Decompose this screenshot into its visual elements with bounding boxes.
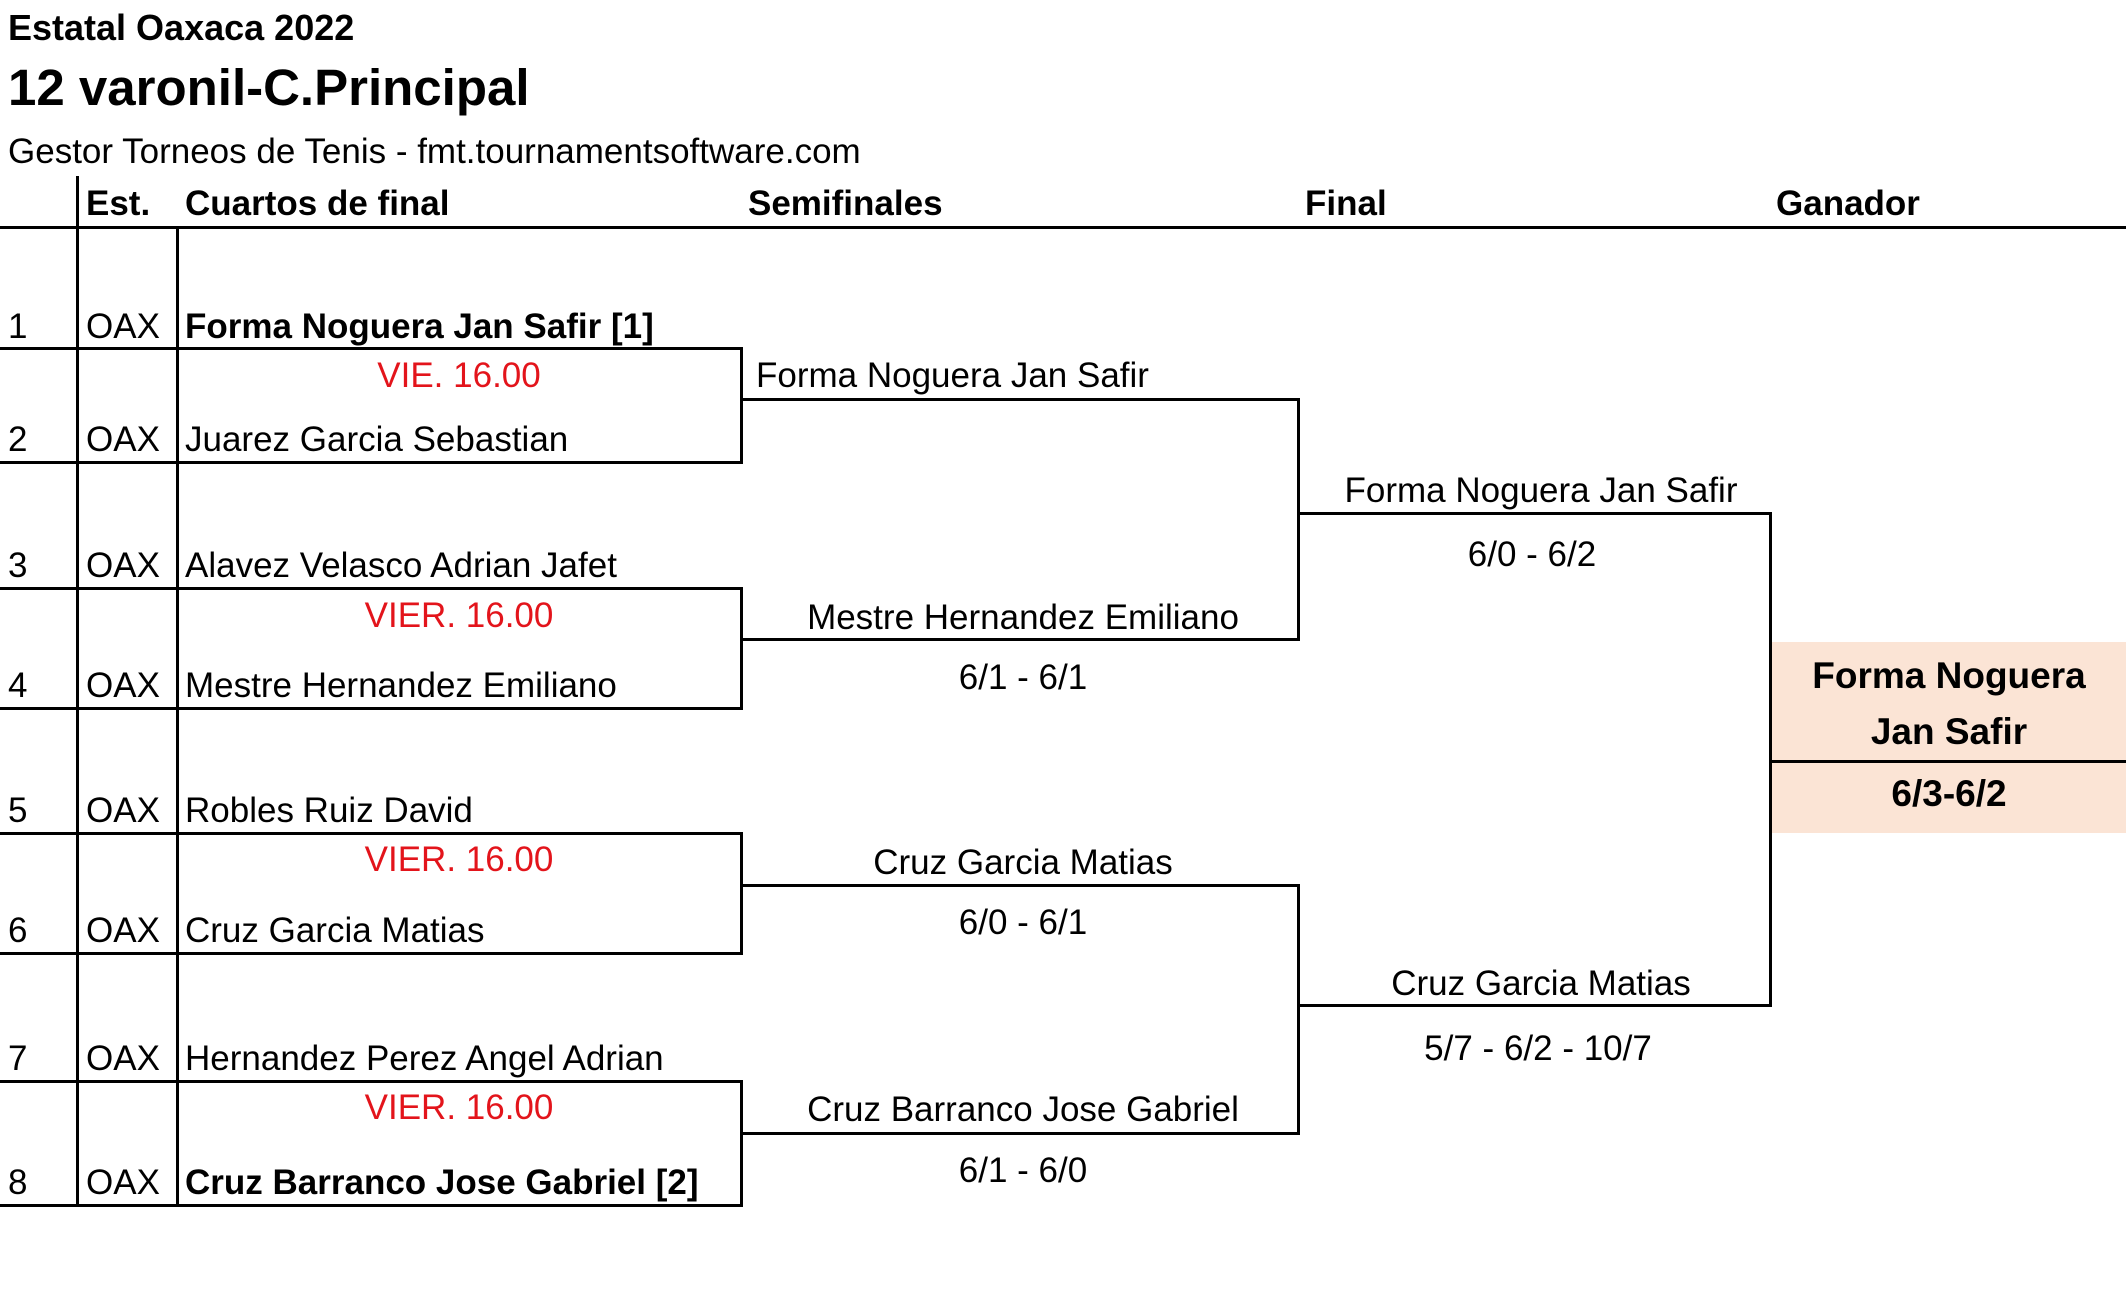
player-state: OAX bbox=[86, 1163, 160, 1202]
bracket-connector bbox=[740, 832, 743, 955]
winner-name: Forma Noguera Jan Safir bbox=[1772, 648, 2126, 760]
bracket-connector bbox=[1297, 398, 1300, 641]
bracket-connector bbox=[740, 587, 743, 710]
winner-box bbox=[1772, 642, 2126, 833]
semifinalist-name: Mestre Hernandez Emiliano bbox=[807, 598, 1239, 637]
row-line bbox=[0, 707, 743, 710]
player-state: OAX bbox=[86, 420, 160, 459]
bracket-connector bbox=[740, 347, 743, 464]
draw-title: 12 varonil-C.Principal bbox=[8, 59, 530, 116]
player-name: Alavez Velasco Adrian Jafet bbox=[185, 546, 617, 585]
player-state: OAX bbox=[86, 546, 160, 585]
player-name: Cruz Barranco Jose Gabriel [2] bbox=[185, 1163, 699, 1202]
player-name: Cruz Garcia Matias bbox=[185, 911, 485, 950]
row-line bbox=[0, 347, 743, 350]
bracket-connector bbox=[1769, 512, 1772, 1007]
draw-position: 4 bbox=[8, 666, 28, 705]
match-time: VIER. 16.00 bbox=[364, 596, 554, 635]
column-header-quarterfinals: Cuartos de final bbox=[185, 184, 450, 223]
row-line bbox=[0, 1080, 743, 1083]
match-time: VIER. 16.00 bbox=[364, 1088, 554, 1127]
column-divider bbox=[176, 226, 179, 1206]
match-score: 5/7 - 6/2 - 10/7 bbox=[1424, 1029, 1652, 1068]
column-header-final: Final bbox=[1305, 184, 1387, 223]
column-header-winner: Ganador bbox=[1776, 184, 1920, 223]
semifinalist-name: Forma Noguera Jan Safir bbox=[756, 356, 1149, 395]
draw-position: 3 bbox=[8, 546, 28, 585]
draw-position: 6 bbox=[8, 911, 28, 950]
bracket-line bbox=[740, 1132, 1300, 1135]
player-state: OAX bbox=[86, 666, 160, 705]
player-name: Mestre Hernandez Emiliano bbox=[185, 666, 617, 705]
row-line bbox=[0, 1204, 743, 1207]
column-header-state: Est. bbox=[86, 184, 151, 223]
finalist-name: Cruz Garcia Matias bbox=[1391, 964, 1691, 1003]
source-credit: Gestor Torneos de Tenis - fmt.tournament… bbox=[8, 132, 861, 171]
bracket-connector bbox=[740, 1080, 743, 1207]
winner-name-line: Forma Noguera bbox=[1812, 655, 2086, 696]
bracket-connector bbox=[1297, 884, 1300, 1135]
bracket-line bbox=[1297, 1004, 1772, 1007]
player-state: OAX bbox=[86, 911, 160, 950]
bracket-line bbox=[1297, 512, 1772, 515]
winner-name-line: Jan Safir bbox=[1870, 711, 2028, 752]
row-line bbox=[0, 832, 743, 835]
bracket-line bbox=[740, 398, 1300, 401]
draw-position: 7 bbox=[8, 1039, 28, 1078]
finalist-name: Forma Noguera Jan Safir bbox=[1344, 471, 1738, 510]
column-divider bbox=[76, 176, 79, 1206]
match-score: 6/0 - 6/2 bbox=[1467, 535, 1597, 574]
match-score: 6/1 - 6/1 bbox=[958, 658, 1088, 697]
draw-position: 5 bbox=[8, 791, 28, 830]
column-header-semifinals: Semifinales bbox=[748, 184, 943, 223]
player-name: Forma Noguera Jan Safir [1] bbox=[185, 307, 654, 346]
row-line bbox=[0, 461, 743, 464]
match-time: VIER. 16.00 bbox=[364, 840, 554, 879]
player-name: Robles Ruiz David bbox=[185, 791, 473, 830]
winner-divider bbox=[1772, 760, 2126, 763]
semifinalist-name: Cruz Barranco Jose Gabriel bbox=[807, 1090, 1239, 1129]
match-score: 6/0 - 6/1 bbox=[958, 903, 1088, 942]
row-line bbox=[0, 587, 743, 590]
winner-score: 6/3-6/2 bbox=[1891, 773, 2007, 814]
player-name: Juarez Garcia Sebastian bbox=[185, 420, 569, 459]
player-state: OAX bbox=[86, 307, 160, 346]
draw-position: 2 bbox=[8, 420, 28, 459]
bracket-line bbox=[740, 638, 1300, 641]
match-time: VIE. 16.00 bbox=[377, 356, 541, 395]
row-line bbox=[0, 952, 743, 955]
player-state: OAX bbox=[86, 791, 160, 830]
bracket-line bbox=[740, 884, 1300, 887]
player-state: OAX bbox=[86, 1039, 160, 1078]
draw-position: 8 bbox=[8, 1163, 28, 1202]
semifinalist-name: Cruz Garcia Matias bbox=[873, 843, 1173, 882]
match-score: 6/1 - 6/0 bbox=[958, 1151, 1088, 1190]
player-name: Hernandez Perez Angel Adrian bbox=[185, 1039, 664, 1078]
header-underline bbox=[0, 226, 2126, 229]
event-title: Estatal Oaxaca 2022 bbox=[8, 7, 355, 48]
draw-position: 1 bbox=[8, 307, 28, 346]
